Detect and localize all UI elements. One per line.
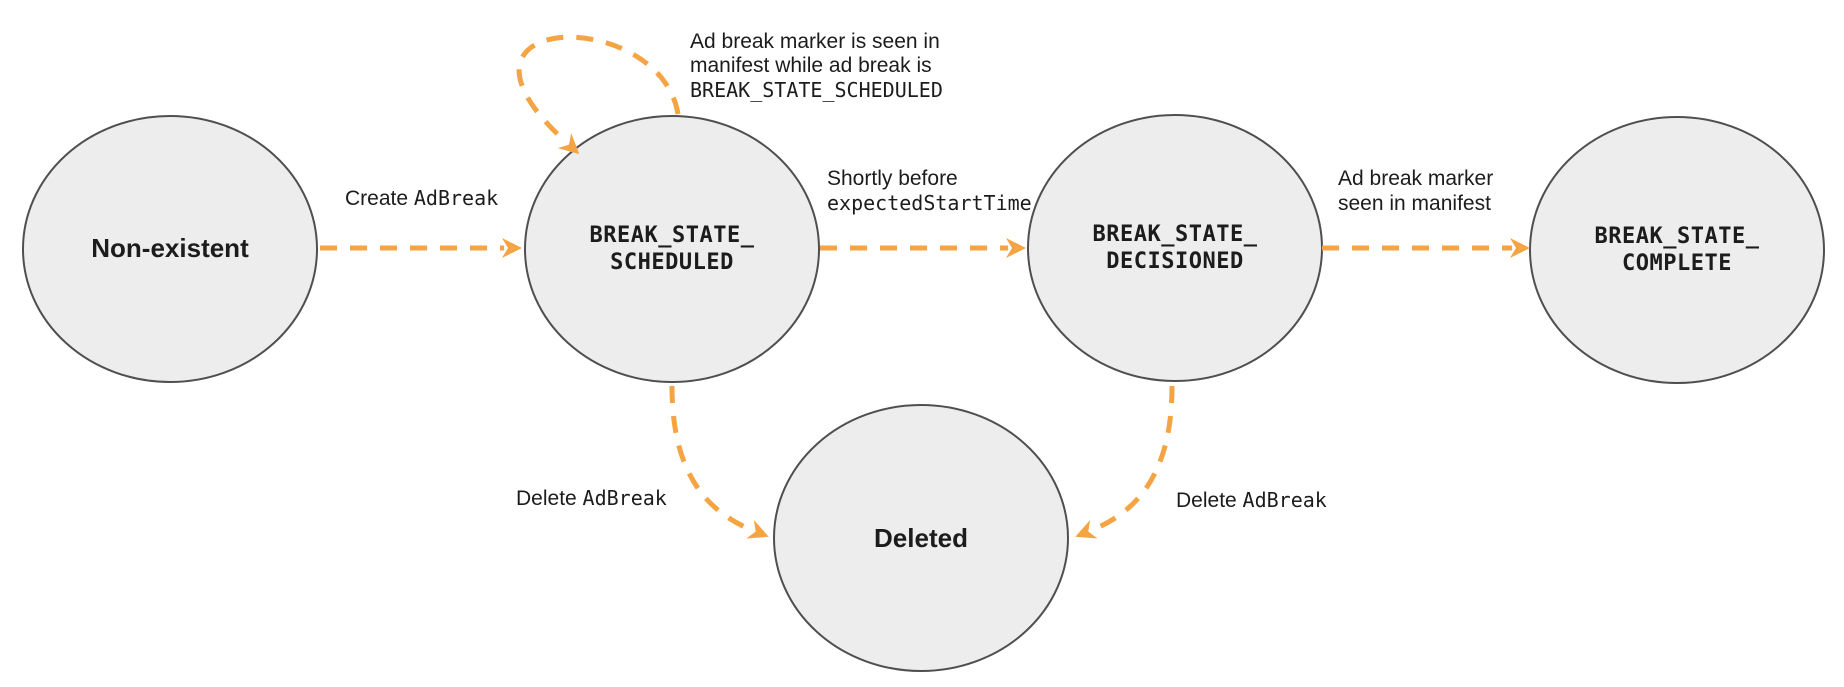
node-label-line: BREAK_STATE_ <box>589 223 755 248</box>
edge-label-marker-seen: Ad break marker seen in manifest <box>1338 166 1493 216</box>
edge-label-code: AdBreak <box>413 186 499 210</box>
edge-label-code: AdBreak <box>1242 488 1327 512</box>
edge-label-text: Delete <box>516 487 583 510</box>
edge-label-line: Ad break marker <box>1338 167 1494 190</box>
edge-label-shortly-before: Shortly before expectedStartTime <box>827 166 1032 216</box>
node-label-break-state-decisioned: BREAK_STATE_ DECISIONED <box>1045 221 1305 275</box>
edge-label-create-adbreak: Create AdBreak <box>345 186 498 211</box>
edge-label-line: seen in manifest <box>1338 192 1491 215</box>
edge-label-delete-from-decisioned: Delete AdBreak <box>1176 488 1327 513</box>
edge-label-code: BREAK_STATE_SCHEDULED <box>690 78 943 102</box>
arrow-self-loop-scheduled <box>516 34 681 155</box>
edge-label-code: AdBreak <box>582 486 667 510</box>
node-label-break-state-scheduled: BREAK_STATE_ SCHEDULED <box>542 222 802 276</box>
node-label-line: BREAK_STATE_ <box>1092 222 1258 247</box>
node-label-break-state-complete: BREAK_STATE_ COMPLETE <box>1547 223 1807 277</box>
edge-label-line: Shortly before <box>827 167 958 190</box>
state-node-non-existent <box>22 115 318 383</box>
edge-label-line: Ad break marker is seen in <box>690 30 940 53</box>
node-label-line: DECISIONED <box>1106 249 1244 274</box>
edge-label-self-loop: Ad break marker is seen in manifest whil… <box>690 30 943 102</box>
node-label-non-existent: Non-existent <box>91 233 249 263</box>
node-label-deleted: Deleted <box>874 523 968 553</box>
edge-label-text: Create <box>345 187 414 210</box>
edge-label-delete-from-scheduled: Delete AdBreak <box>516 486 667 511</box>
node-label-line: COMPLETE <box>1622 251 1732 276</box>
arrow-delete-from-scheduled <box>669 385 769 539</box>
edge-label-code: expectedStartTime <box>827 191 1032 215</box>
node-label-line: BREAK_STATE_ <box>1594 224 1760 249</box>
edge-label-line: manifest while ad break is <box>690 54 932 77</box>
state-node-deleted <box>773 404 1069 672</box>
state-node-break-state-scheduled <box>524 115 820 383</box>
arrow-delete-from-decisioned <box>1075 385 1175 539</box>
state-node-break-state-complete <box>1529 116 1825 384</box>
edge-label-text: Delete <box>1176 489 1243 512</box>
node-label-line: SCHEDULED <box>610 250 734 275</box>
